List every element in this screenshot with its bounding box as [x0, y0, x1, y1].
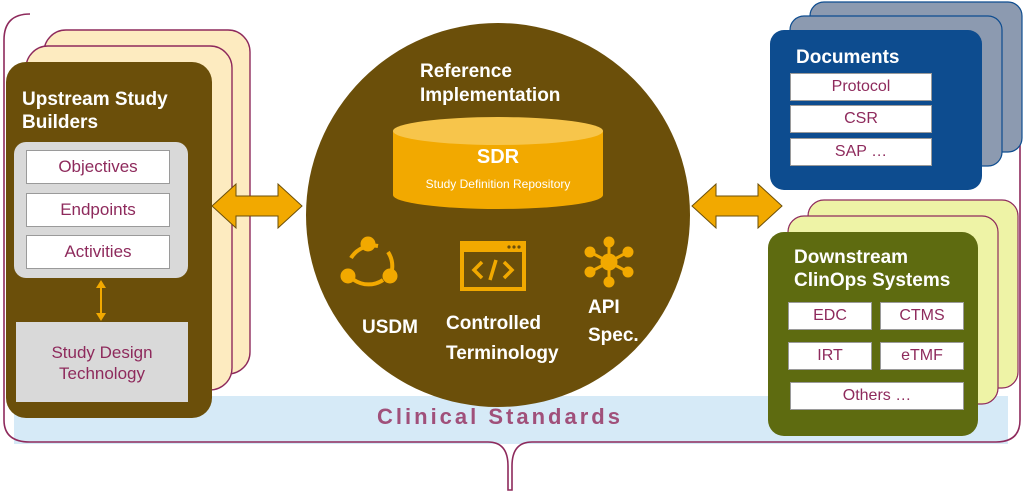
downstream-item-etmf[interactable]: eTMF	[880, 342, 964, 370]
study-design-technology-box	[16, 322, 188, 402]
reference-title: Reference Implementation	[420, 61, 561, 106]
document-item-sap[interactable]: SAP …	[790, 138, 932, 166]
clinical-standards-label: Clinical Standards	[377, 404, 623, 429]
reference-circle	[306, 23, 690, 407]
downstream-title: Downstream ClinOps Systems	[794, 247, 951, 291]
usdm-label: USDM	[362, 317, 418, 338]
cycle-nodes-icon	[340, 236, 398, 287]
upstream-item-endpoints[interactable]: Endpoints	[26, 193, 170, 227]
database-icon	[393, 117, 603, 209]
upstream-title: Upstream Study Builders	[22, 89, 168, 133]
upstream-item-objectives[interactable]: Objectives	[26, 150, 170, 184]
controlled-terminology-label: Controlled Terminology	[446, 313, 559, 364]
document-item-csr[interactable]: CSR	[790, 105, 932, 133]
upstream-item-activities[interactable]: Activities	[26, 235, 170, 269]
downstream-item-edc[interactable]: EDC	[788, 302, 872, 330]
left-double-arrow	[211, 182, 303, 230]
study-design-technology-label: Study Design Technology	[51, 343, 153, 383]
sdr-subtitle: Study Definition Repository	[425, 177, 571, 191]
api-spec-label: API Spec.	[588, 297, 639, 346]
downstream-item-irt[interactable]: IRT	[788, 342, 872, 370]
sdr-label: SDR	[476, 146, 520, 168]
downstream-item-ctms[interactable]: CTMS	[880, 302, 964, 330]
downstream-item-others[interactable]: Others …	[790, 382, 964, 410]
network-hub-icon	[584, 236, 634, 288]
right-double-arrow	[691, 182, 783, 230]
documents-title: Documents	[796, 47, 900, 68]
curly-brace	[3, 13, 1021, 491]
code-window-icon	[460, 241, 526, 291]
document-item-protocol[interactable]: Protocol	[790, 73, 932, 101]
